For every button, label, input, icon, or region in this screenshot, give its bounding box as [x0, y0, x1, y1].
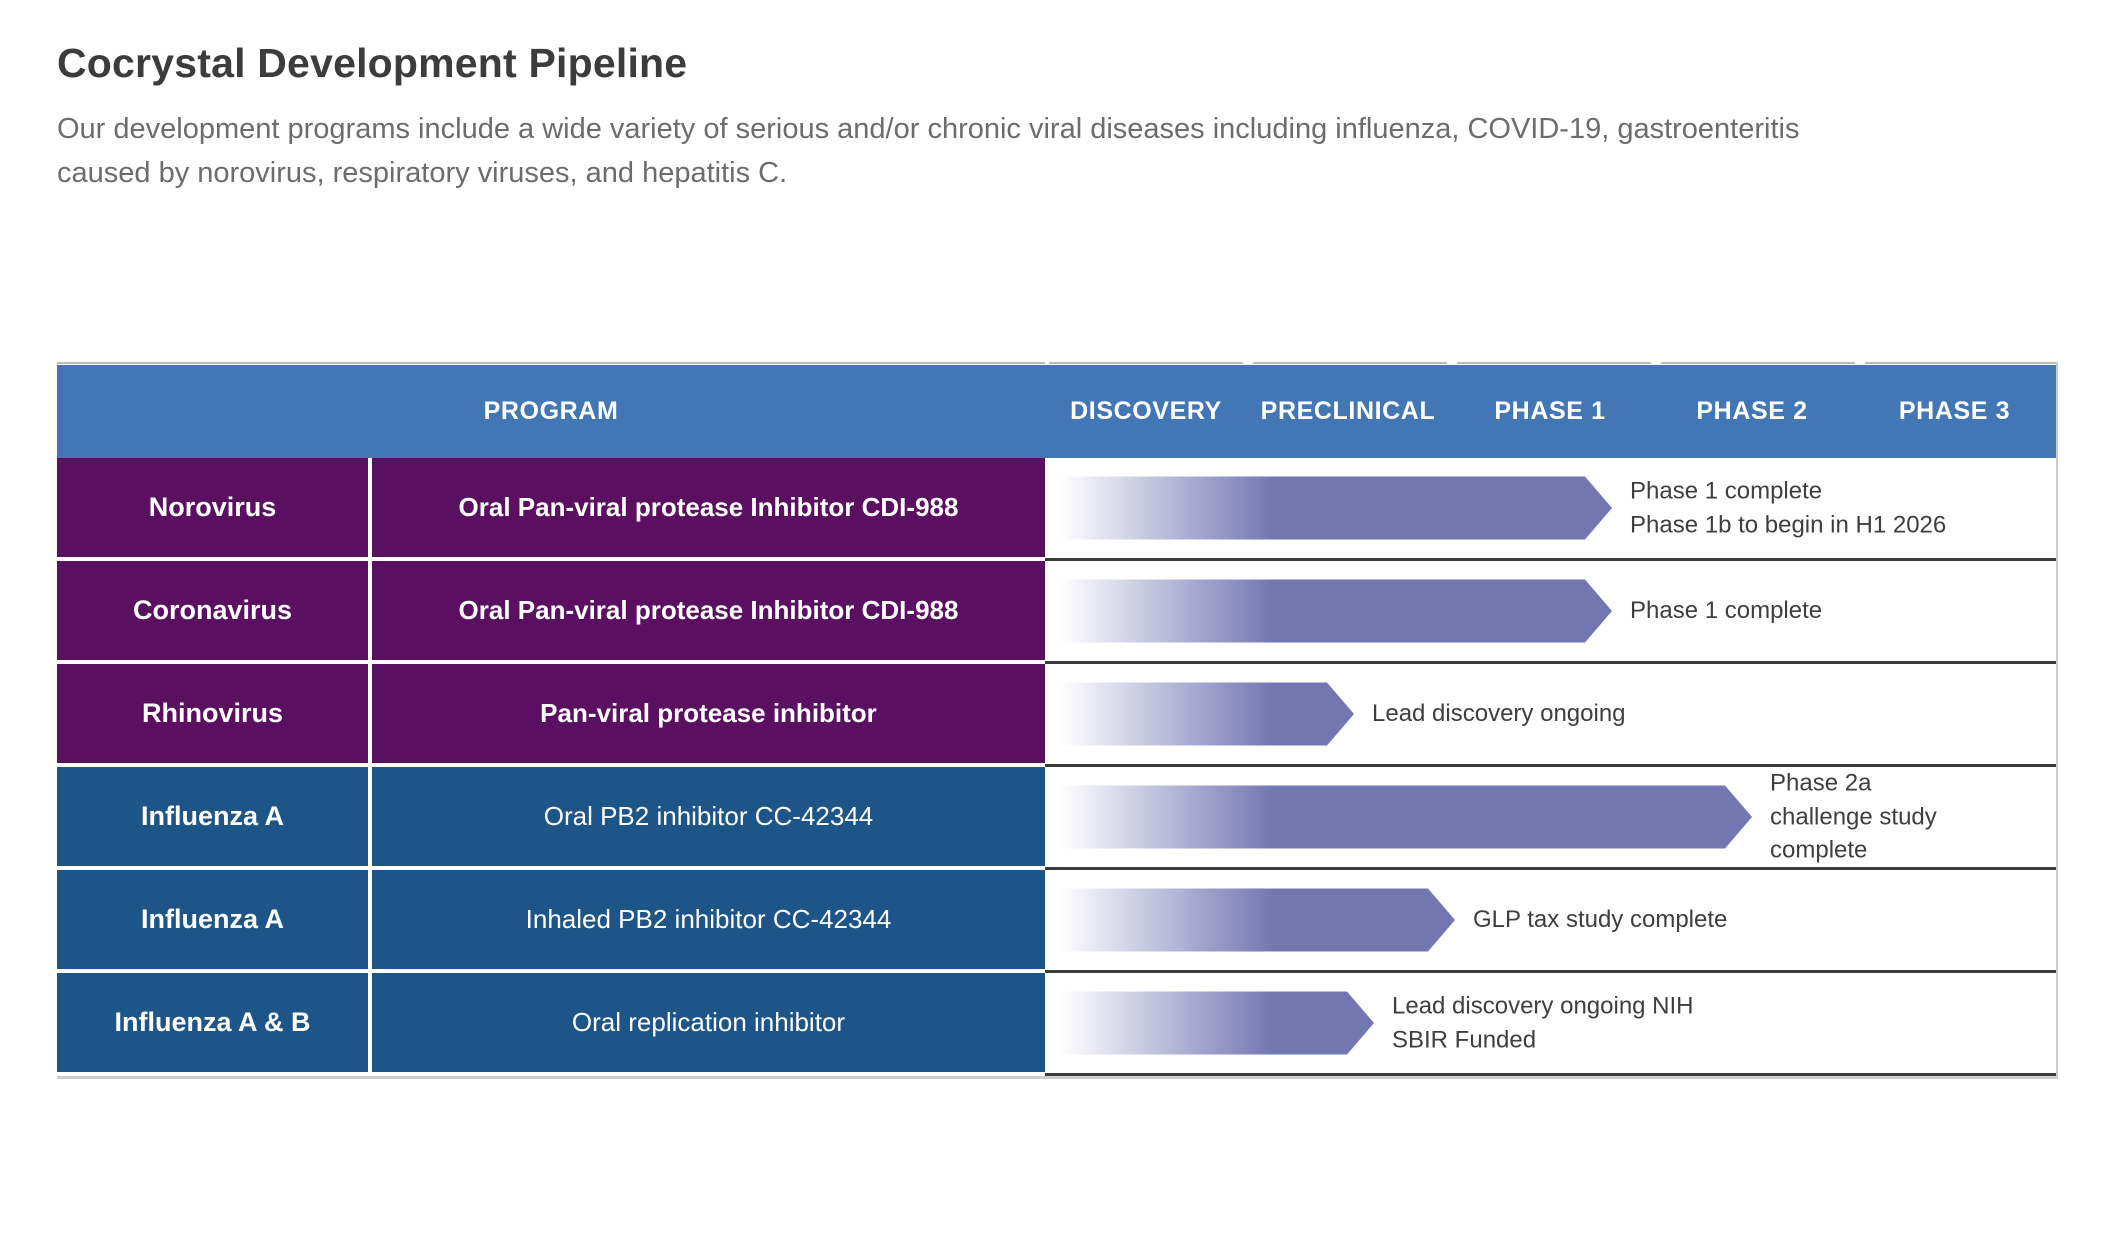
virus-label: Influenza A: [140, 904, 284, 934]
pipeline-row: Rhinovirus Pan-viral protease inhibitor …: [57, 664, 2056, 767]
table-top-border: [1049, 362, 1243, 364]
pipeline-row: Coronavirus Oral Pan-viral protease Inhi…: [57, 561, 2056, 664]
virus-cell: Influenza A & B: [57, 973, 368, 1072]
program-label: Oral Pan-viral protease Inhibitor CDI-98…: [458, 492, 959, 522]
progress-arrow: [1058, 786, 1752, 849]
program-label: Oral replication inhibitor: [571, 1007, 846, 1037]
table-top-border: [57, 362, 1045, 364]
virus-label: Norovirus: [148, 492, 277, 522]
progress-arrow: [1058, 477, 1612, 540]
program-cell: Pan-viral protease inhibitor: [372, 664, 1045, 763]
progress-arrow: [1058, 992, 1374, 1055]
table-bottom-border: [57, 1076, 2058, 1079]
progress-chart-cell: Phase 1 complete: [1045, 561, 2056, 664]
program-cell: Oral Pan-viral protease Inhibitor CDI-98…: [372, 458, 1045, 557]
progress-chart-cell: Lead discovery ongoing: [1045, 664, 2056, 767]
program-cell: Oral Pan-viral protease Inhibitor CDI-98…: [372, 561, 1045, 660]
virus-label: Influenza A & B: [114, 1007, 311, 1037]
status-annotation: Phase 1 complete: [1630, 597, 1823, 625]
page-description: Our development programs include a wide …: [57, 113, 1800, 189]
pipeline-rows: Norovirus Oral Pan-viral protease Inhibi…: [57, 458, 2056, 1076]
pipeline-row: Influenza A & B Oral replication inhibit…: [57, 973, 2056, 1076]
pipeline-row: Norovirus Oral Pan-viral protease Inhibi…: [57, 458, 2056, 561]
progress-arrow: [1058, 580, 1612, 643]
status-annotation: Phase 1 complete Phase 1b to begin in H1…: [1630, 477, 1947, 538]
program-label: Oral Pan-viral protease Inhibitor CDI-98…: [458, 595, 959, 625]
table-right-border: [2056, 362, 2058, 1079]
program-cell: Inhaled PB2 inhibitor CC-42344: [372, 870, 1045, 969]
status-annotation: GLP tax study complete: [1473, 906, 1728, 934]
program-label: Inhaled PB2 inhibitor CC-42344: [525, 904, 892, 934]
progress-arrow: [1058, 889, 1455, 952]
virus-cell: Influenza A: [57, 870, 368, 969]
program-label: Pan-viral protease inhibitor: [540, 698, 877, 728]
virus-label: Influenza A: [140, 801, 284, 831]
table-top-border: [1661, 362, 1855, 364]
header-program: PROGRAM: [483, 397, 619, 425]
table-top-border: [1253, 362, 1447, 364]
virus-label: Coronavirus: [132, 595, 293, 625]
progress-chart-cell: Phase 1 complete Phase 1b to begin in H1…: [1045, 458, 2056, 561]
header-phase-discovery: DISCOVERY: [1070, 397, 1222, 425]
table-top-border: [1457, 362, 1651, 364]
virus-label: Rhinovirus: [141, 698, 283, 728]
header-phase-preclinical: PRECLINICAL: [1260, 397, 1436, 425]
program-cell: Oral PB2 inhibitor CC-42344: [372, 767, 1045, 866]
status-annotation: Phase 2a challenge study complete: [1770, 769, 1937, 864]
program-cell: Oral replication inhibitor: [372, 973, 1045, 1072]
table-header-row: PROGRAM DISCOVERY PRECLINICAL PHASE 1 PH…: [57, 365, 2056, 458]
pipeline-row: Influenza A Oral PB2 inhibitor CC-42344 …: [57, 767, 2056, 870]
progress-chart-cell: Phase 2a challenge study complete: [1045, 767, 2056, 870]
progress-arrow: [1058, 683, 1354, 746]
header-phase-2: PHASE 2: [1696, 397, 1808, 425]
virus-cell: Coronavirus: [57, 561, 368, 660]
program-label: Oral PB2 inhibitor CC-42344: [543, 801, 874, 831]
virus-cell: Rhinovirus: [57, 664, 368, 763]
pipeline-row: Influenza A Inhaled PB2 inhibitor CC-423…: [57, 870, 2056, 973]
header-phase-1: PHASE 1: [1494, 397, 1606, 425]
progress-chart-cell: GLP tax study complete: [1045, 870, 2056, 973]
status-annotation: Lead discovery ongoing NIH SBIR Funded: [1392, 992, 1694, 1053]
progress-chart-cell: Lead discovery ongoing NIH SBIR Funded: [1045, 973, 2056, 1076]
status-annotation: Lead discovery ongoing: [1372, 700, 1626, 728]
header-phase-3: PHASE 3: [1898, 397, 2011, 425]
virus-cell: Influenza A: [57, 767, 368, 866]
page-title: Cocrystal Development Pipeline: [57, 40, 688, 86]
virus-cell: Norovirus: [57, 458, 368, 557]
table-top-border: [1865, 362, 2056, 364]
pipeline-table: PROGRAM DISCOVERY PRECLINICAL PHASE 1 PH…: [57, 362, 2058, 1079]
